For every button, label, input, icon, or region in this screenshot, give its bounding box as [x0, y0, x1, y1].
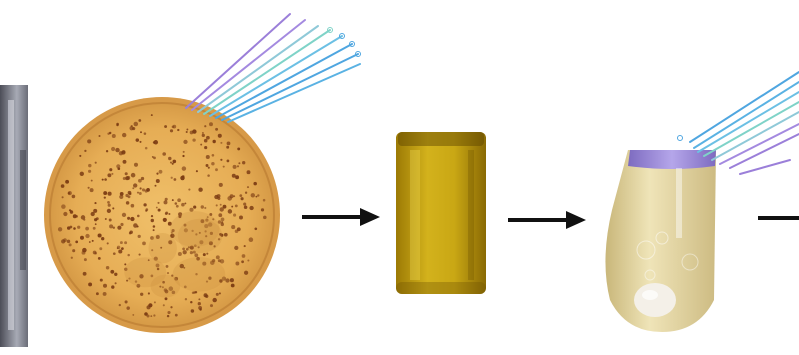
agar-plate-with-colonies-icon	[44, 97, 280, 333]
partial-tube-icon	[0, 85, 28, 347]
right-arrow-icon	[508, 211, 586, 229]
yellow-liquid-tube-icon	[396, 132, 486, 294]
right-arrow-icon	[302, 208, 380, 226]
centrifuge-tube-with-pellet-icon	[605, 150, 716, 332]
pipette-tips-icon	[186, 14, 361, 122]
